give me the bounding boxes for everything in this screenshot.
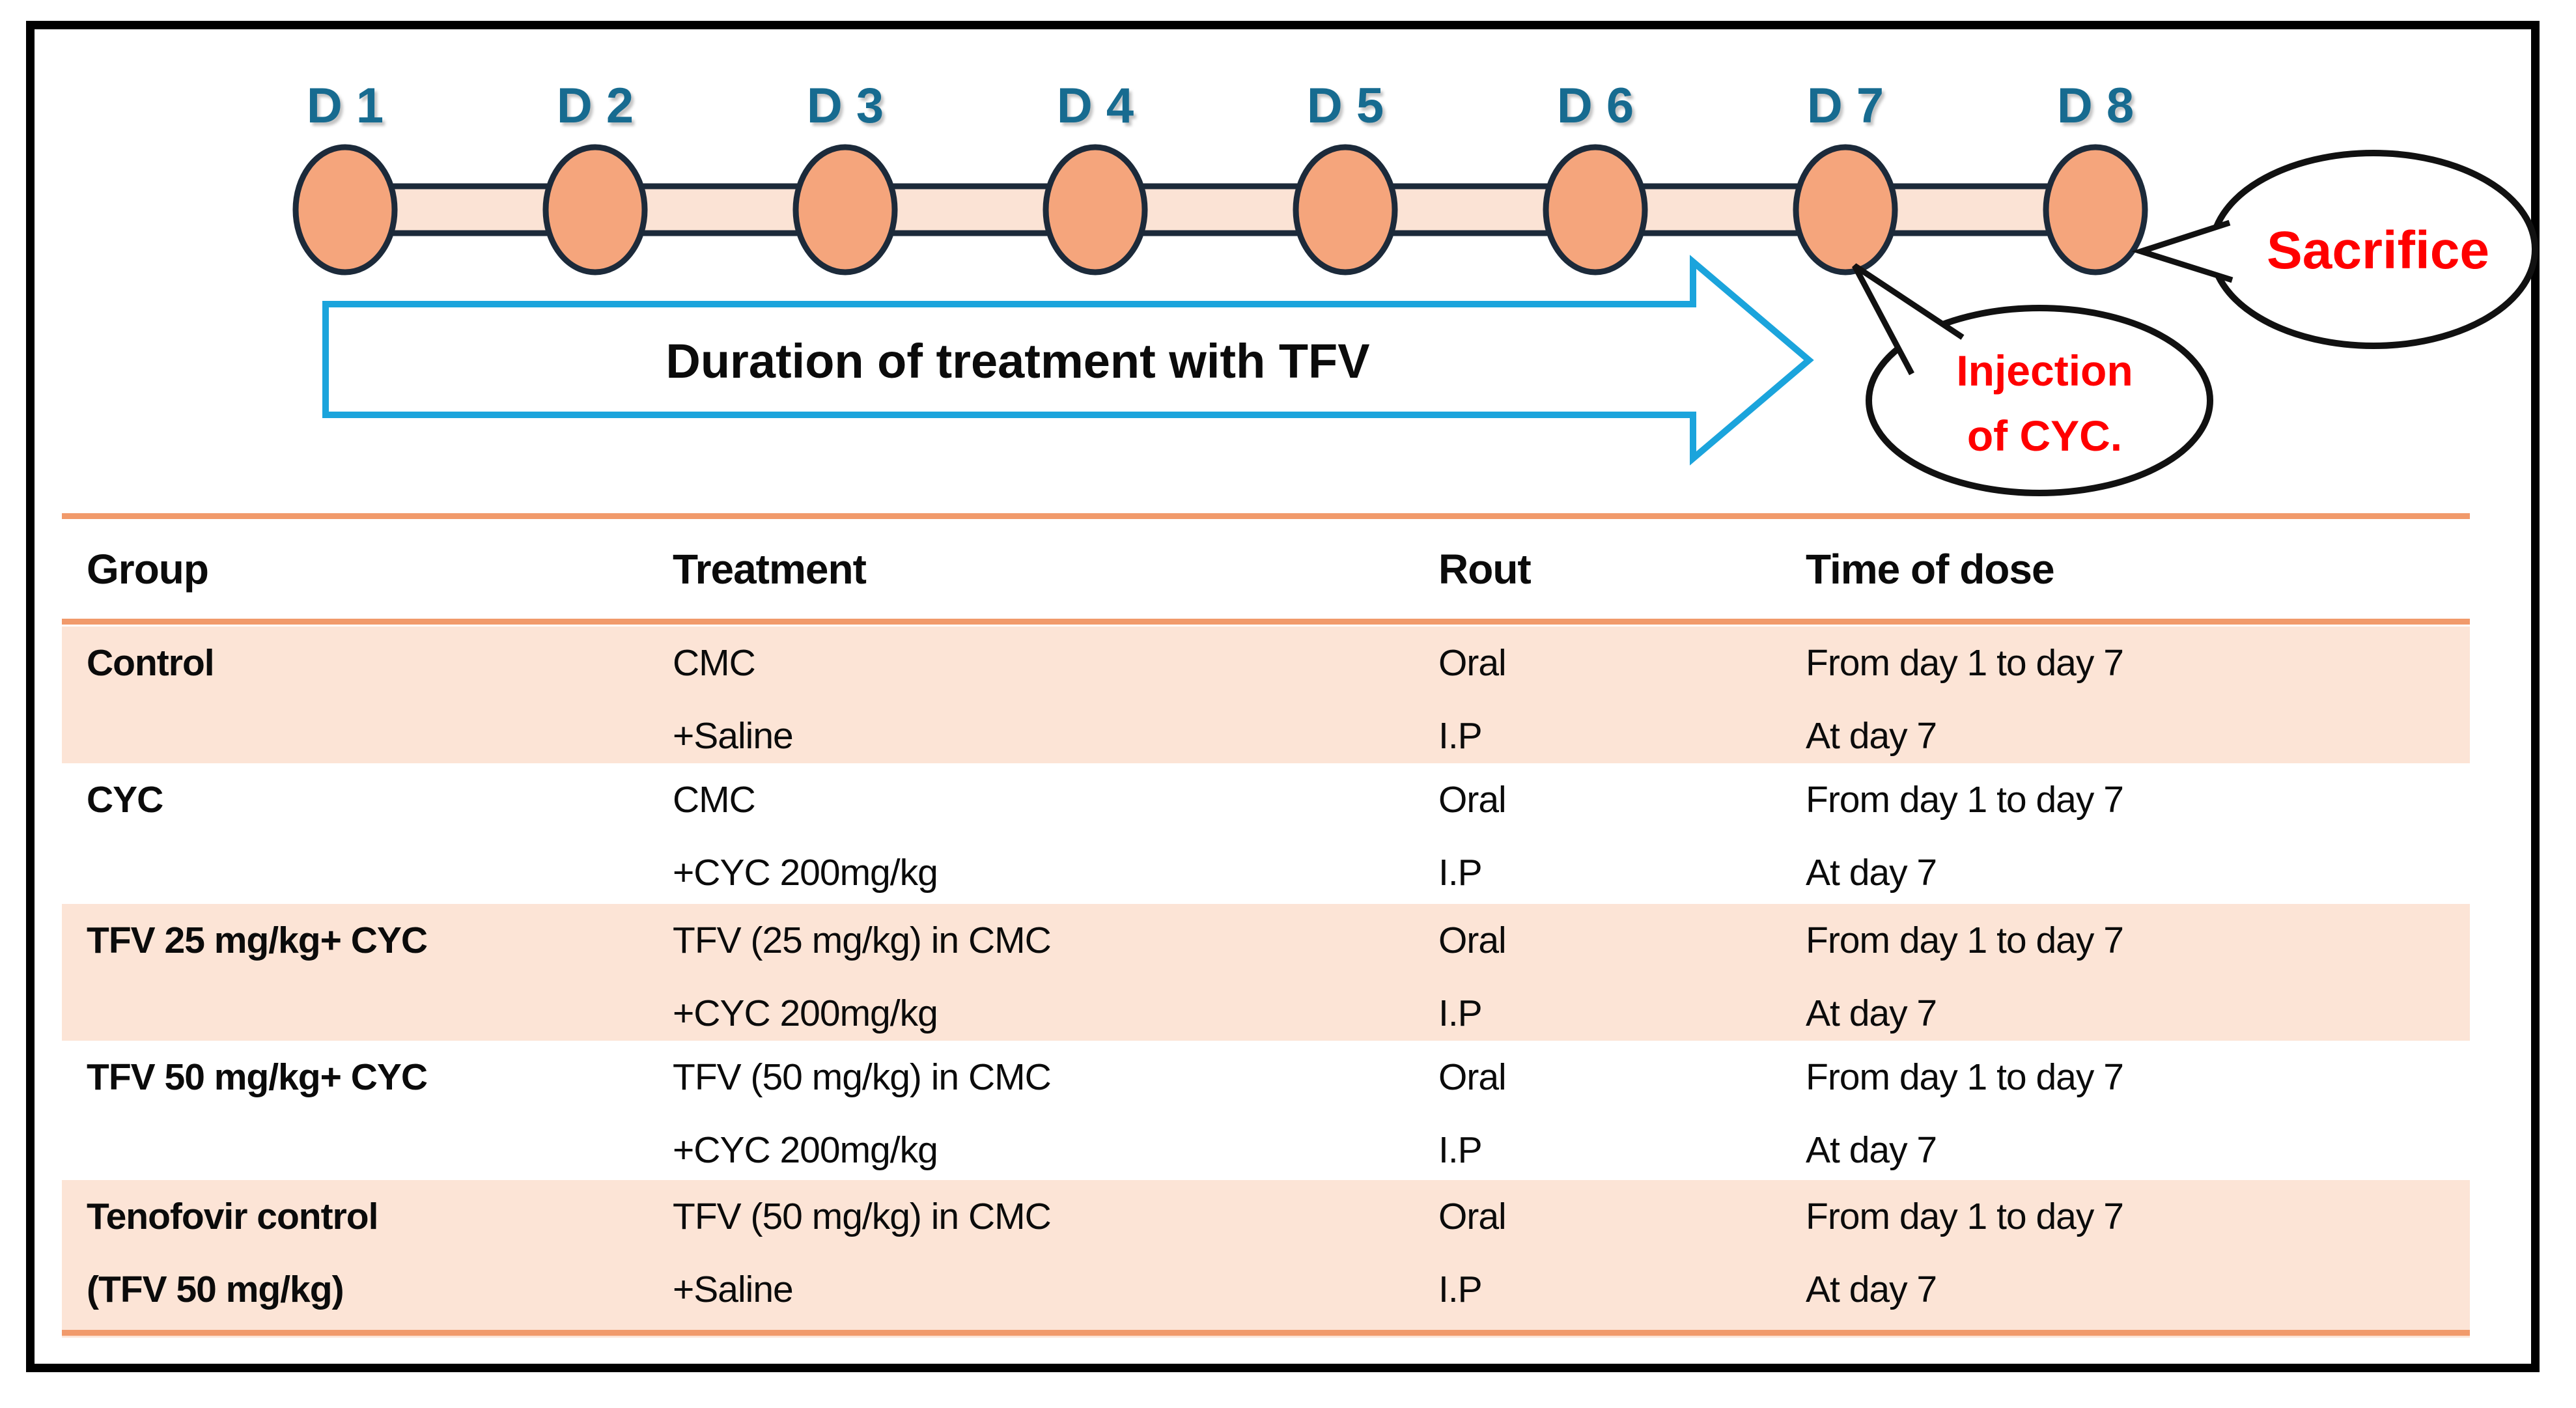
day-node-5	[1293, 144, 1398, 275]
time-line-2: At day 7	[1806, 993, 1937, 1034]
table-header-rule	[62, 619, 2470, 625]
treatment-line-2: +CYC 200mg/kg	[673, 1129, 938, 1171]
treatment-line-2: +Saline	[673, 715, 794, 757]
injection-bubble-tail	[1852, 263, 1965, 376]
group-cell: Tenofovir control (TFV 50 mg/kg)	[87, 1180, 660, 1338]
table-row-control: Control CMC +Saline Oral I.P From day 1 …	[62, 627, 2470, 763]
day-label-1: D 1	[307, 78, 384, 134]
time-line-2: At day 7	[1806, 1269, 1937, 1310]
treatment-line-1: TFV (50 mg/kg) in CMC	[673, 1056, 1052, 1098]
group-line-1: Control	[87, 642, 215, 684]
day-label-4: D 4	[1057, 78, 1134, 134]
day-node-1	[292, 144, 398, 275]
day-node-7	[1793, 144, 1898, 275]
rout-line-2: I.P	[1438, 1269, 1483, 1310]
table-top-rule	[62, 513, 2470, 519]
group-line-1: TFV 25 mg/kg+ CYC	[87, 920, 428, 961]
treatment-line-2: +Saline	[673, 1269, 794, 1310]
rout-line-2: I.P	[1438, 852, 1483, 894]
day-label-6: D 6	[1557, 78, 1634, 134]
treatment-duration-arrow	[322, 255, 1814, 466]
treatment-line-1: CMC	[673, 779, 756, 821]
treatment-line-1: CMC	[673, 642, 756, 684]
group-line-1: Tenofovir control	[87, 1196, 378, 1237]
treatment-cell: CMC +CYC 200mg/kg	[673, 763, 1421, 904]
treatment-duration-arrow-label: Duration of treatment with TFV	[665, 334, 1369, 388]
day-node-6	[1543, 144, 1648, 275]
table-row-cyc: CYC CMC +CYC 200mg/kg Oral I.P From day …	[62, 763, 2470, 904]
group-line-1: TFV 50 mg/kg+ CYC	[87, 1056, 428, 1098]
time-cell: From day 1 to day 7 At day 7	[1806, 1041, 2457, 1181]
treatment-cell: CMC +Saline	[673, 627, 1421, 763]
rout-line-2: I.P	[1438, 715, 1483, 757]
time-line-1: From day 1 to day 7	[1806, 1056, 2124, 1098]
group-line-1: CYC	[87, 779, 163, 821]
rout-line-2: I.P	[1438, 1129, 1483, 1171]
day-label-7: D 7	[1807, 78, 1884, 134]
day-node-3	[792, 144, 898, 275]
table-header-row: Group Treatment Rout Time of dose	[62, 521, 2470, 617]
table-header-group: Group	[87, 546, 209, 593]
group-cell: TFV 25 mg/kg+ CYC	[87, 904, 660, 1041]
rout-line-1: Oral	[1438, 1196, 1507, 1237]
table-bottom-rule	[62, 1330, 2470, 1336]
rout-line-1: Oral	[1438, 642, 1507, 684]
rout-line-1: Oral	[1438, 920, 1507, 961]
table-row-tfv50-cyc: TFV 50 mg/kg+ CYC TFV (50 mg/kg) in CMC …	[62, 1041, 2470, 1181]
day-label-5: D 5	[1307, 78, 1384, 134]
time-cell: From day 1 to day 7 At day 7	[1806, 627, 2457, 763]
injection-bubble	[1866, 305, 2213, 496]
injection-label-line2: of CYC.	[1967, 412, 2122, 460]
timeline-diagram: D 1 D 2 D 3 D 4 D 5 D 6 D 7 D 8 Duration…	[292, 78, 2538, 496]
sacrifice-label: Sacrifice	[2267, 221, 2489, 280]
treatment-cell: TFV (50 mg/kg) in CMC +CYC 200mg/kg	[673, 1041, 1421, 1181]
treatment-cell: TFV (50 mg/kg) in CMC +Saline	[673, 1180, 1421, 1338]
rout-cell: Oral I.P	[1438, 627, 1790, 763]
day-label-2: D 2	[557, 78, 634, 134]
treatment-line-1: TFV (50 mg/kg) in CMC	[673, 1196, 1052, 1237]
rout-cell: Oral I.P	[1438, 763, 1790, 904]
table-header-rout: Rout	[1438, 546, 1532, 593]
rout-cell: Oral I.P	[1438, 1180, 1790, 1338]
day-node-8	[2043, 144, 2148, 275]
treatment-line-2: +CYC 200mg/kg	[673, 993, 938, 1034]
time-cell: From day 1 to day 7 At day 7	[1806, 1180, 2457, 1338]
time-line-1: From day 1 to day 7	[1806, 920, 2124, 961]
time-cell: From day 1 to day 7 At day 7	[1806, 763, 2457, 904]
treatment-line-2: +CYC 200mg/kg	[673, 852, 938, 894]
group-cell: CYC	[87, 763, 660, 904]
sacrifice-bubble-tail	[2131, 219, 2233, 283]
time-line-1: From day 1 to day 7	[1806, 1196, 2124, 1237]
day-label-3: D 3	[807, 78, 884, 134]
table-header-time: Time of dose	[1806, 546, 2055, 593]
table-header-treatment: Treatment	[673, 546, 867, 593]
rout-cell: Oral I.P	[1438, 904, 1790, 1041]
day-label-8: D 8	[2057, 78, 2134, 134]
day-node-4	[1043, 144, 1148, 275]
treatment-line-1: TFV (25 mg/kg) in CMC	[673, 920, 1052, 961]
time-line-1: From day 1 to day 7	[1806, 779, 2124, 821]
table-row-tfv25-cyc: TFV 25 mg/kg+ CYC TFV (25 mg/kg) in CMC …	[62, 904, 2470, 1041]
rout-line-2: I.P	[1438, 993, 1483, 1034]
group-line-2: (TFV 50 mg/kg)	[87, 1269, 344, 1310]
rout-cell: Oral I.P	[1438, 1041, 1790, 1181]
time-line-2: At day 7	[1806, 715, 1937, 757]
treatment-cell: TFV (25 mg/kg) in CMC +CYC 200mg/kg	[673, 904, 1421, 1041]
time-line-1: From day 1 to day 7	[1806, 642, 2124, 684]
table-row-tenofovir-control: Tenofovir control (TFV 50 mg/kg) TFV (50…	[62, 1180, 2470, 1338]
time-cell: From day 1 to day 7 At day 7	[1806, 904, 2457, 1041]
rout-line-1: Oral	[1438, 1056, 1507, 1098]
rout-line-1: Oral	[1438, 779, 1507, 821]
group-cell: Control	[87, 627, 660, 763]
group-cell: TFV 50 mg/kg+ CYC	[87, 1041, 660, 1181]
time-line-2: At day 7	[1806, 852, 1937, 894]
day-node-2	[542, 144, 648, 275]
injection-label-line1: Injection	[1956, 346, 2133, 395]
time-line-2: At day 7	[1806, 1129, 1937, 1171]
